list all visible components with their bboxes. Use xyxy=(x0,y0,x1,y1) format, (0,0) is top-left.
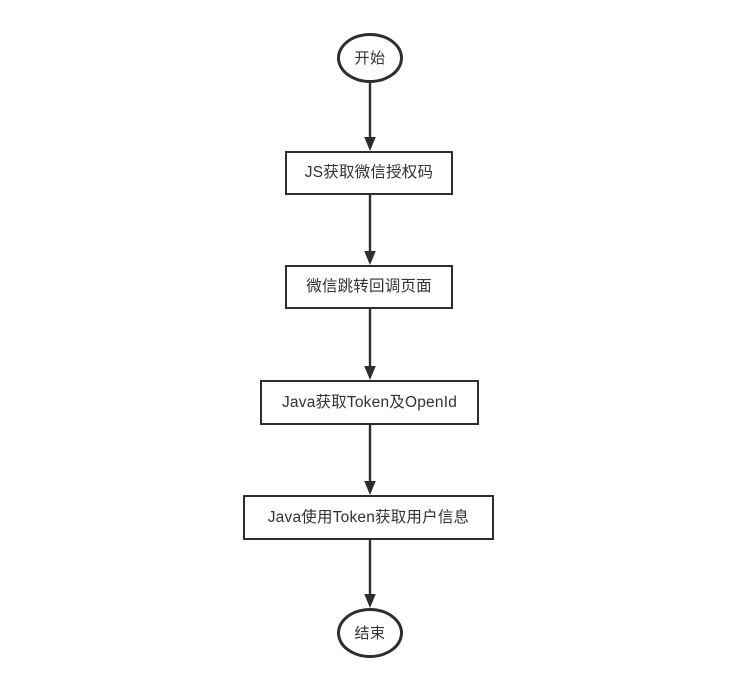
node-java-get-token-and-openid[interactable]: Java获取Token及OpenId xyxy=(260,380,479,425)
connector-step3-to-step4 xyxy=(362,425,378,495)
node-start-label: 开始 xyxy=(354,49,386,67)
node-step2-label: 微信跳转回调页面 xyxy=(306,278,432,296)
arrow-down-icon xyxy=(364,83,376,151)
connector-step1-to-step2 xyxy=(362,195,378,265)
arrow-down-icon xyxy=(364,425,376,495)
node-step4-label: Java使用Token获取用户信息 xyxy=(267,508,470,526)
connector-step4-to-end xyxy=(362,540,378,608)
arrow-down-icon xyxy=(364,309,376,380)
arrow-down-icon xyxy=(364,540,376,608)
node-end[interactable]: 结束 xyxy=(337,608,403,658)
node-step1-label: JS获取微信授权码 xyxy=(304,164,434,182)
node-java-use-token-get-user-info[interactable]: Java使用Token获取用户信息 xyxy=(243,495,494,540)
arrow-down-icon xyxy=(364,195,376,265)
connector-start-to-step1 xyxy=(362,83,378,151)
connector-step2-to-step3 xyxy=(362,309,378,380)
node-wechat-redirect-callback-page[interactable]: 微信跳转回调页面 xyxy=(285,265,453,309)
node-start[interactable]: 开始 xyxy=(337,33,403,83)
node-js-get-wechat-auth-code[interactable]: JS获取微信授权码 xyxy=(285,151,453,195)
node-step3-label: Java获取Token及OpenId xyxy=(281,393,458,411)
node-end-label: 结束 xyxy=(354,624,386,642)
